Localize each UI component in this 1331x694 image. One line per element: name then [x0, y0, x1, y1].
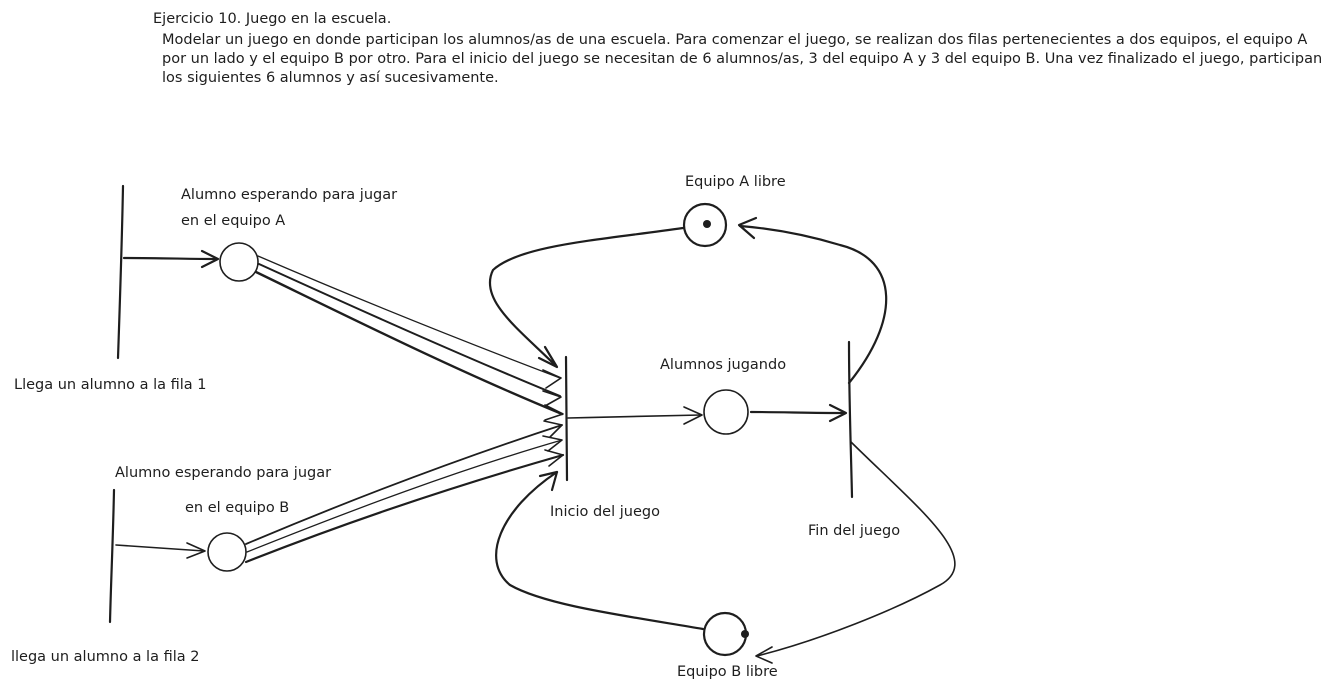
place-wait-a: [219, 242, 259, 282]
place-team-a-free: [682, 202, 728, 248]
transition-arrive-1: [116, 184, 125, 360]
arc-teamB-to-start: [495, 470, 705, 631]
token-team-b: [741, 630, 749, 638]
transition-arrive-2-label: llega un alumno a la fila 2: [11, 649, 200, 665]
transition-start: [564, 355, 569, 482]
transition-start-label: Inicio del juego: [550, 504, 660, 520]
transition-end: [847, 340, 854, 499]
arc-playing-to-end: [749, 403, 848, 423]
arc-end-to-teamA: [737, 216, 888, 385]
transition-arrive-2: [108, 488, 116, 624]
place-team-b-free-label: Equipo B libre: [677, 664, 778, 680]
place-wait-b-label-line2: en el equipo B: [185, 500, 290, 516]
arc-teamA-to-start: [488, 226, 685, 369]
place-team-b-free: [702, 611, 748, 657]
exercise-title: Ejercicio 10. Juego en la escuela.: [153, 11, 392, 27]
place-team-a-free-label: Equipo A libre: [685, 174, 786, 190]
place-playing: [703, 389, 749, 435]
place-wait-b-label-line1: Alumno esperando para jugar: [115, 465, 332, 481]
place-wait-a-label-line1: Alumno esperando para jugar: [181, 187, 398, 203]
place-playing-label: Alumnos jugando: [660, 357, 787, 373]
arc-waitA-to-start: [254, 255, 564, 421]
token-team-a: [703, 220, 711, 228]
transition-end-label: Fin del juego: [808, 523, 901, 539]
arc-arrive1-to-waitA: [122, 249, 220, 269]
exercise-statement: Modelar un juego en donde participan los…: [162, 32, 1323, 86]
arc-end-to-teamB: [755, 441, 956, 664]
place-wait-a-label-line2: en el equipo A: [181, 213, 286, 229]
transition-arrive-1-label: Llega un alumno a la fila 1: [14, 377, 207, 393]
arc-arrive2-to-waitB: [115, 542, 206, 559]
place-wait-b: [207, 532, 247, 572]
exercise-text: Ejercicio 10. Juego en la escuela. Model…: [153, 10, 1323, 88]
arc-waitB-to-start: [244, 420, 565, 564]
arc-start-to-playing: [567, 406, 703, 425]
